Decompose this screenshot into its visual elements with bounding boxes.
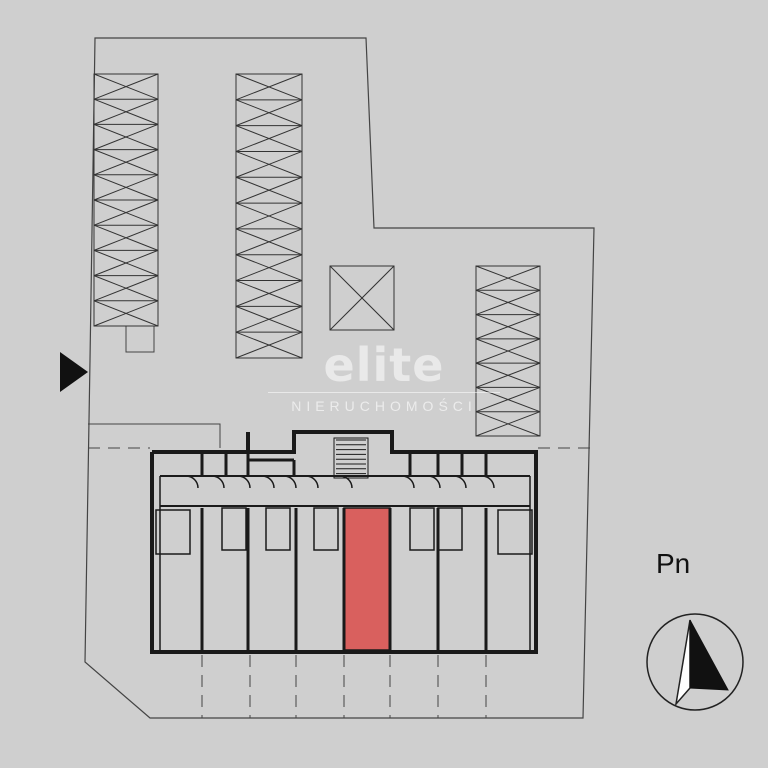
door-swing	[305, 475, 319, 489]
parking-space-cross	[475, 362, 541, 388]
parking-space-cross	[235, 150, 303, 178]
bathroom	[221, 507, 247, 551]
parking-space-cross	[235, 254, 303, 282]
staircase	[333, 437, 369, 479]
watermark-divider	[268, 392, 500, 393]
parking-space-cross	[93, 249, 159, 277]
door-swing	[283, 475, 297, 489]
parking-areas	[93, 73, 541, 437]
bathroom	[409, 507, 435, 551]
parking-lot	[475, 265, 541, 437]
parking-space-cross	[93, 224, 159, 251]
door-swing	[237, 475, 251, 489]
room-details	[155, 475, 533, 555]
door-swing	[261, 475, 275, 489]
parking-space-cross	[93, 174, 159, 201]
entrance-arrow-icon	[60, 352, 88, 392]
parking-space-cross	[235, 280, 303, 307]
door-swing	[401, 475, 415, 489]
door-swing	[339, 475, 353, 489]
parking-space-cross	[235, 305, 303, 333]
parking-space-cross	[93, 98, 159, 125]
north-arrow-dark-icon	[689, 619, 729, 691]
door-swing	[427, 475, 441, 489]
parking-space-cross	[93, 275, 159, 302]
parking-space-cross	[235, 125, 303, 152]
bathroom	[437, 507, 463, 551]
compass-label: Pn	[656, 548, 691, 579]
parking-space-cross	[93, 149, 159, 176]
bathroom	[313, 507, 339, 551]
door-swing	[453, 475, 467, 489]
stair-steps	[336, 439, 366, 475]
parking-space-cross	[235, 176, 303, 204]
parking-space-cross	[235, 202, 303, 230]
parking-space-cross	[235, 228, 303, 256]
watermark-tagline: NIERUCHOMOŚCI	[291, 398, 477, 414]
parking-lot	[93, 73, 159, 327]
side-room	[155, 509, 191, 555]
parking-lot	[329, 265, 395, 331]
parking-space-cross	[475, 338, 541, 364]
parking-space-cross	[475, 314, 541, 340]
parking-space-cross	[475, 265, 541, 291]
compass	[646, 613, 744, 711]
bathroom	[265, 507, 291, 551]
parking-lot-frame	[329, 265, 395, 331]
parking-space-cross	[329, 265, 395, 331]
parking-lot	[235, 73, 303, 359]
door-swing	[211, 475, 225, 489]
watermark-brand: elite	[323, 338, 445, 392]
door-swing	[185, 475, 199, 489]
unit-walls	[200, 452, 488, 654]
parking-space-cross	[93, 199, 159, 226]
door-swing	[481, 475, 495, 489]
parking-space-cross	[235, 73, 303, 101]
parking-space-cross	[235, 331, 303, 359]
parking-space-cross	[235, 99, 303, 127]
parking-space-cross	[475, 411, 541, 437]
parking-space-cross	[93, 123, 159, 151]
compass-circle	[646, 613, 744, 711]
dashed-lines	[88, 447, 594, 718]
parking-space-cross	[475, 289, 541, 316]
highlighted-unit[interactable]	[343, 507, 391, 651]
annex-outline	[88, 423, 221, 448]
side-room	[497, 509, 533, 555]
north-arrow-icon	[674, 619, 691, 707]
parking-space-cross	[93, 300, 159, 327]
parking-lot-frame	[235, 73, 303, 359]
site-boundary	[84, 37, 595, 719]
parking-space-cross	[475, 386, 541, 413]
parking-lot-frame	[475, 265, 541, 437]
parking-space-cross	[93, 73, 159, 100]
